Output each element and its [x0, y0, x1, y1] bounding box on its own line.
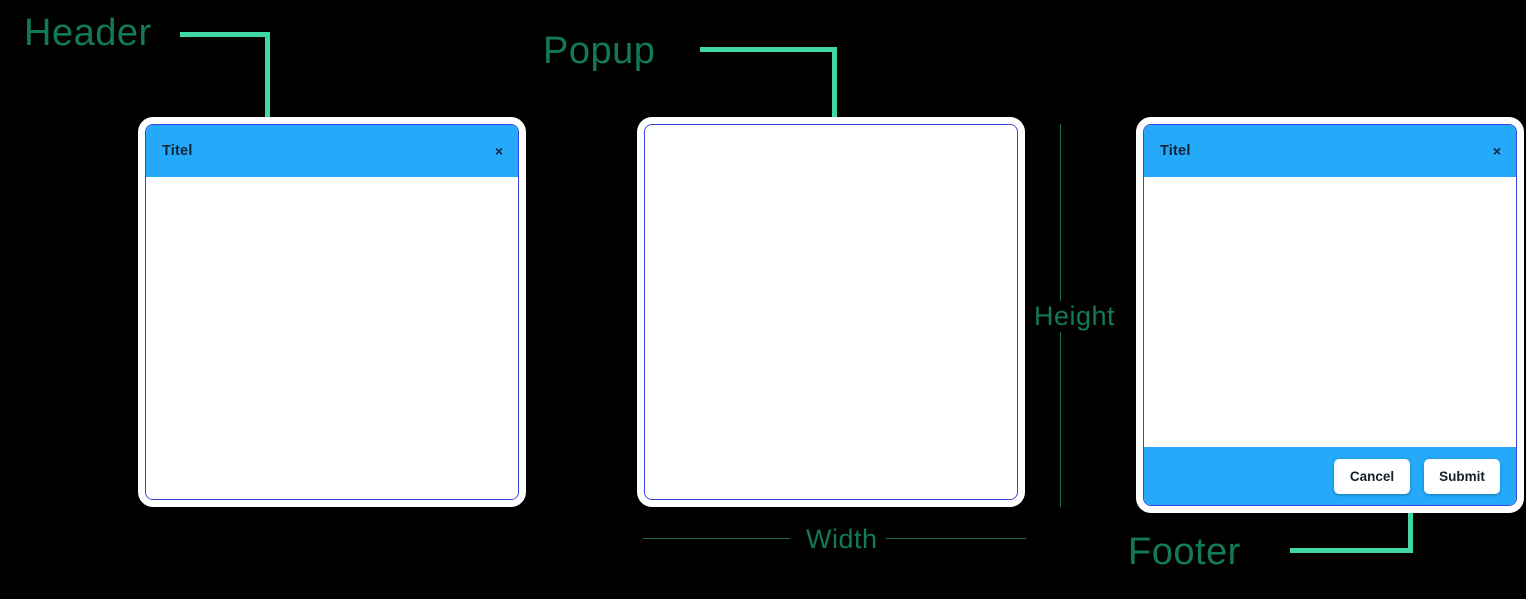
popup-dialog-full-example: Titel × Cancel Submit [1143, 124, 1517, 506]
submit-button[interactable]: Submit [1424, 458, 1500, 494]
cancel-button[interactable]: Cancel [1334, 458, 1410, 494]
popup-footer-bar: Cancel Submit [1144, 447, 1516, 505]
leader-line-popup-vertical [832, 47, 837, 125]
popup-frame: Titel × [145, 124, 519, 500]
popup-header-bar: Titel × [146, 125, 518, 177]
close-icon[interactable]: × [494, 143, 503, 159]
dimension-line-width-right [879, 538, 1026, 539]
dimension-label-width: Width [798, 524, 886, 555]
popup-body [1144, 177, 1516, 447]
close-icon[interactable]: × [1492, 143, 1501, 159]
popup-frame: Titel × Cancel Submit [1143, 124, 1517, 506]
leader-line-header-vertical [265, 32, 270, 147]
popup-title: Titel [162, 143, 193, 159]
popup-body [645, 125, 1017, 499]
popup-header-bar: Titel × [1144, 125, 1516, 177]
leader-line-popup-horizontal [700, 47, 837, 52]
annotation-label-footer: Footer [1128, 531, 1241, 573]
leader-line-header-horizontal [180, 32, 270, 37]
leader-line-footer-vertical [1408, 500, 1413, 553]
dimension-label-height: Height [1028, 301, 1122, 332]
annotation-label-popup: Popup [543, 30, 656, 72]
popup-dialog-plain [644, 124, 1018, 500]
popup-title: Titel [1160, 143, 1191, 159]
leader-line-footer-horizontal [1290, 548, 1413, 553]
popup-dialog-header-example: Titel × [145, 124, 519, 500]
popup-frame [644, 124, 1018, 500]
popup-body [146, 177, 518, 499]
dimension-line-height-lower [1060, 332, 1061, 507]
dimension-line-width-left [643, 538, 790, 539]
annotation-label-header: Header [24, 12, 152, 54]
dimension-line-height-upper [1060, 124, 1061, 304]
